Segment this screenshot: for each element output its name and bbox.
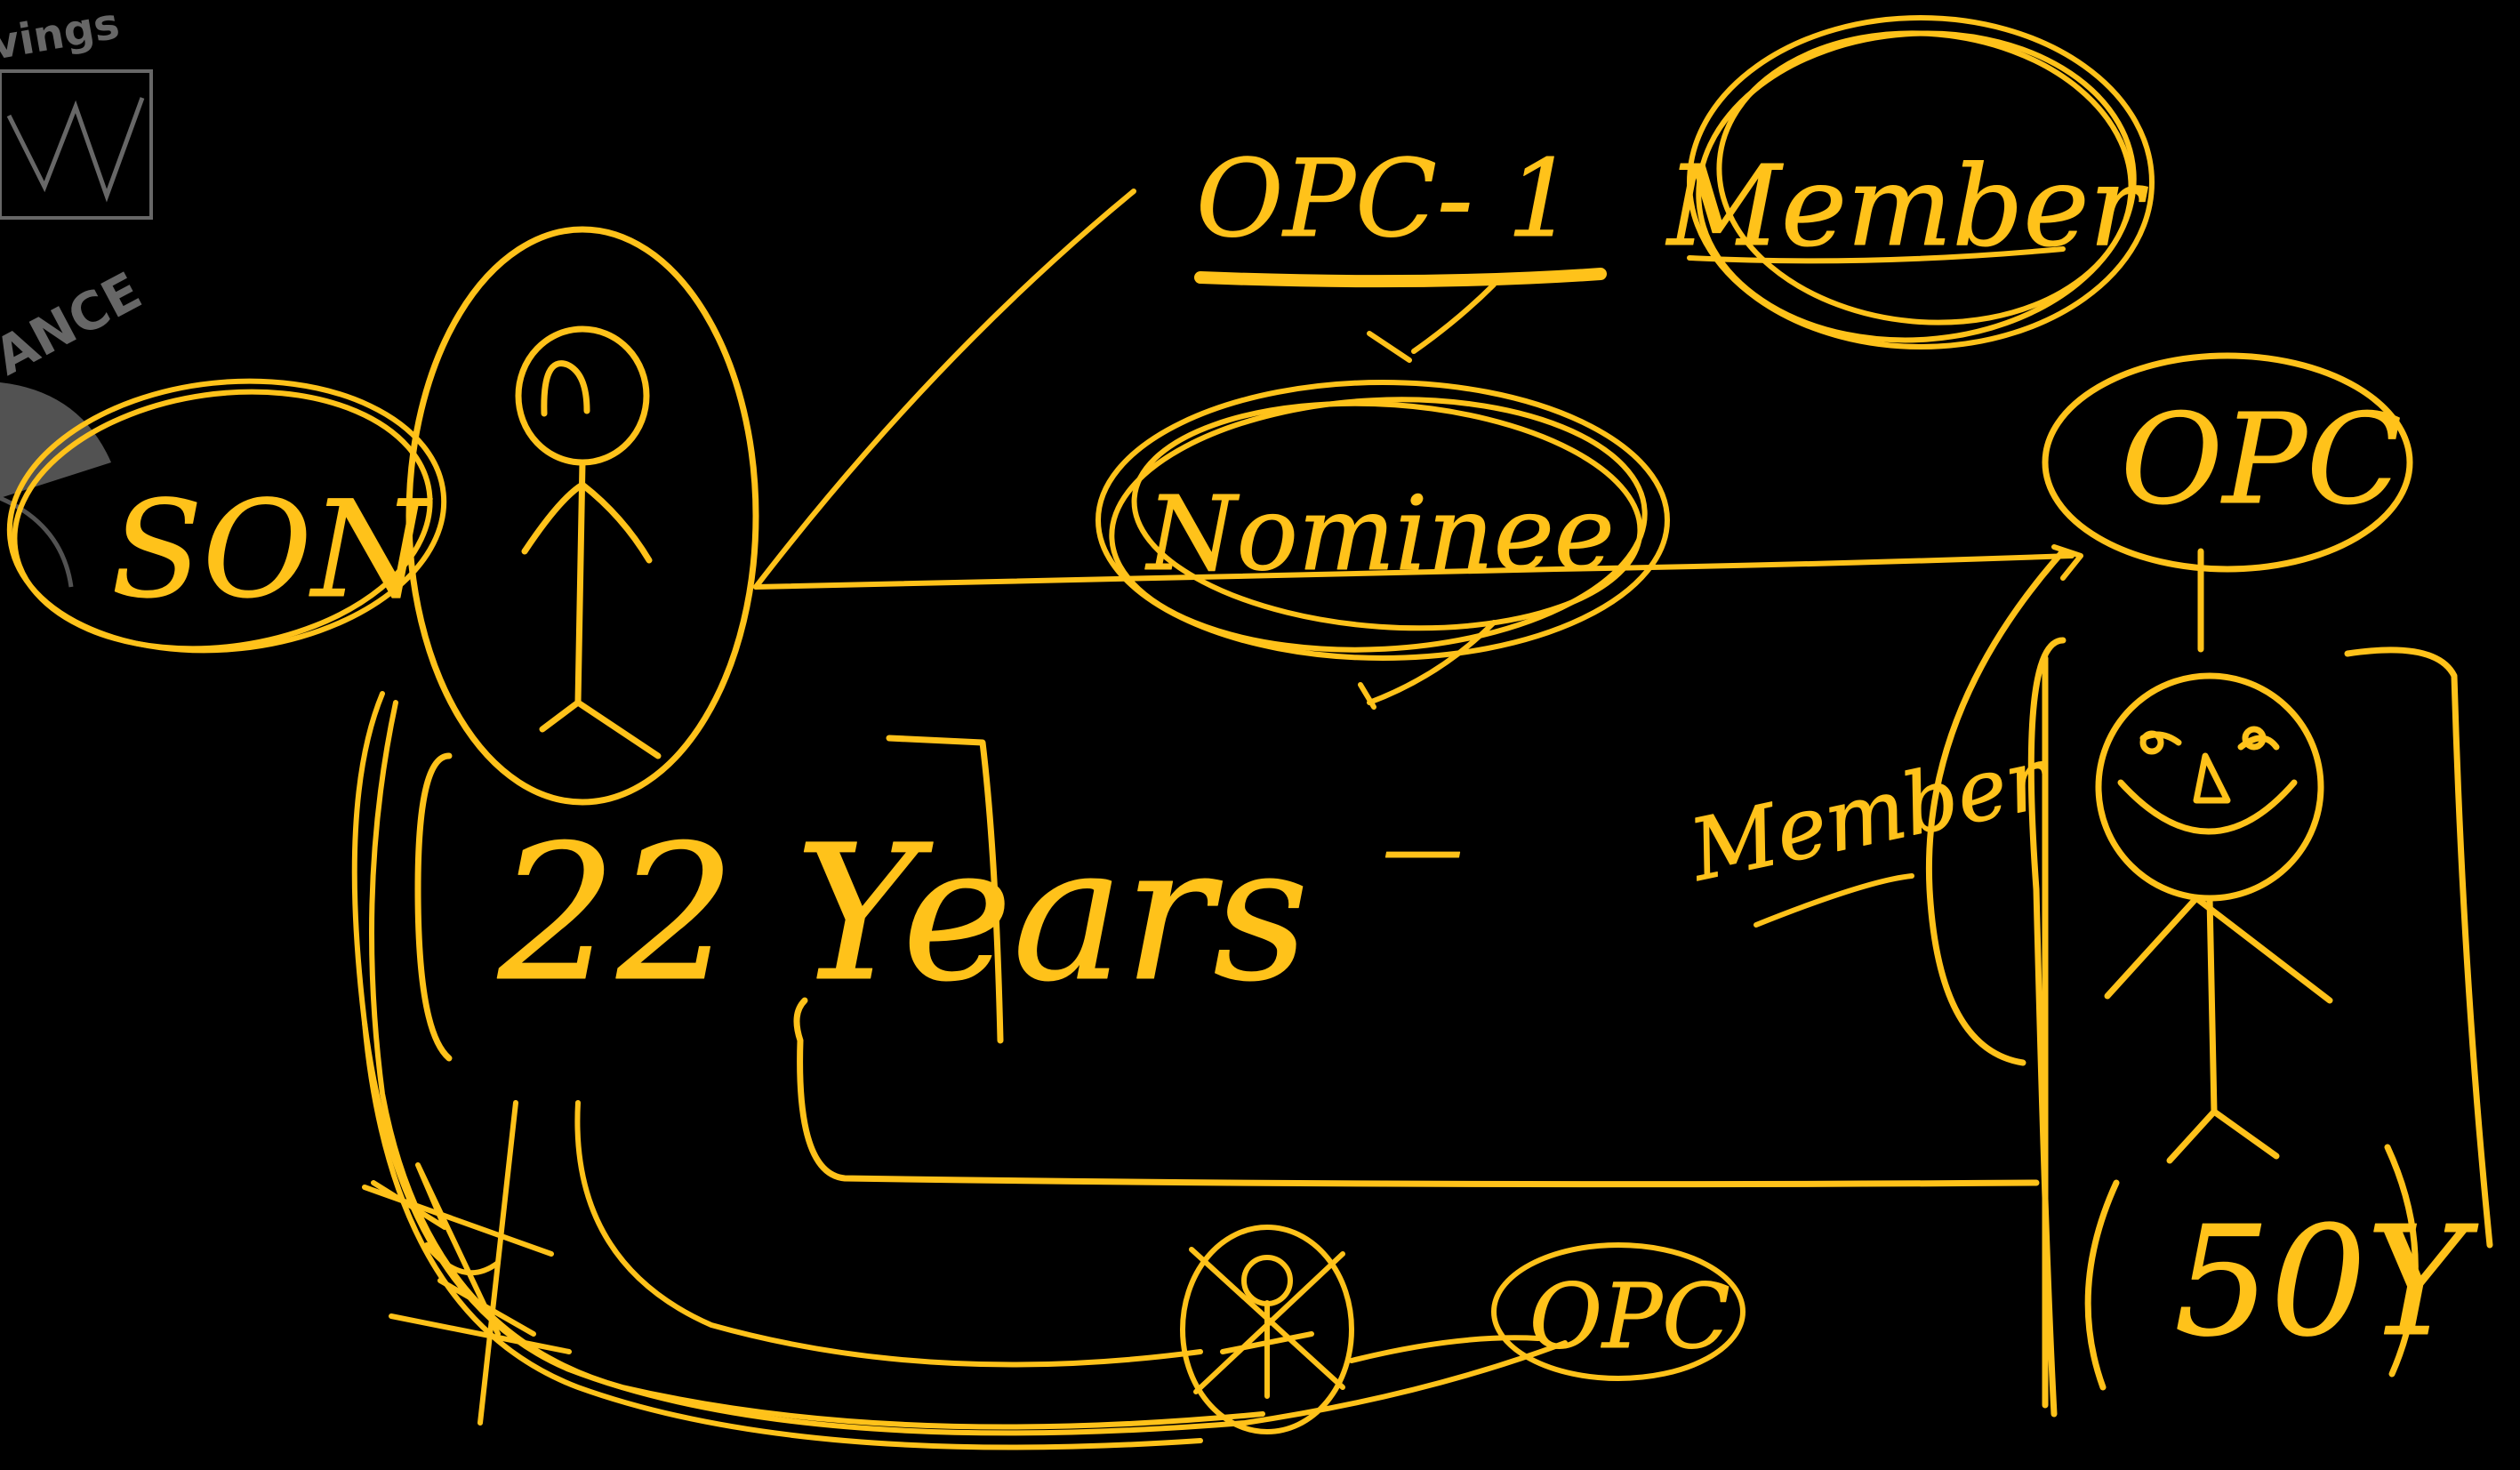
opc-right-oval (2042, 352, 2413, 573)
son-label: SON (111, 473, 433, 628)
small-person-arrow (1349, 1335, 1541, 1363)
member-circle (1687, 15, 2155, 349)
son-oval (6, 378, 447, 654)
opc1-arrow (1367, 282, 1497, 363)
logo-hand-graphic (0, 382, 111, 498)
nominee-circle (1095, 380, 1670, 661)
member-side-underline (1754, 873, 1914, 928)
left-stick-figure (515, 325, 662, 759)
logo-chart-frame (0, 69, 153, 220)
years-to-person-connector (793, 997, 2040, 1188)
opc-small-label: OPC (1529, 1265, 1730, 1369)
opc-right-label: OPC (2121, 388, 2402, 533)
member-underline (1687, 246, 2066, 264)
left-person-oval (405, 226, 759, 806)
member-top-label: Member (1665, 142, 2147, 271)
right-person-box (2027, 637, 2493, 1418)
opc1-label: OPC- 1 (1196, 138, 1575, 261)
opc1-underline (1194, 268, 1607, 288)
member-side-label: Member (1681, 728, 2060, 901)
logo-bottom-text: ANCE (0, 261, 151, 387)
years-label: 22 Years (497, 805, 1309, 1023)
logo-chart-line (6, 97, 145, 203)
nominee-label: Nominee (1144, 475, 1615, 594)
age-paren-right (2384, 1144, 2419, 1378)
crossed-out-scribble (362, 1100, 572, 1426)
age-right-label: 50Y (2174, 1194, 2478, 1370)
opc-small-oval (1491, 1242, 1746, 1381)
logo-top-text: vings (0, 0, 123, 70)
years-bracket (414, 735, 1004, 1062)
nominee-arrow (1358, 620, 1497, 710)
right-stick-figure (2095, 672, 2333, 1164)
age-paren-left (2084, 1179, 2120, 1391)
center-dash: — (1383, 802, 1463, 896)
member-side-curve (1925, 548, 2067, 1066)
small-crossed-person (1180, 1225, 1354, 1434)
